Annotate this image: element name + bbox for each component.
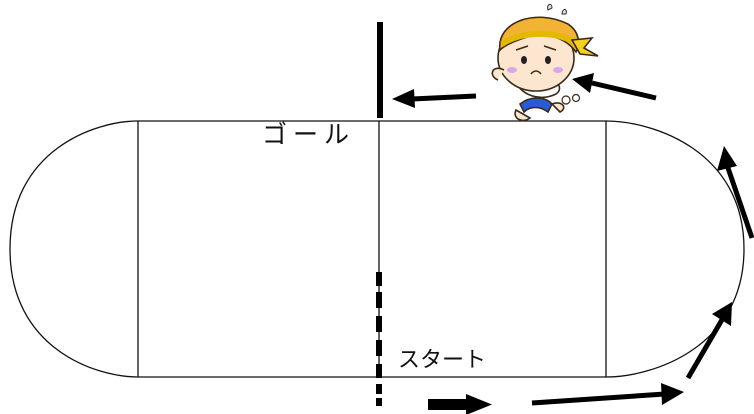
direction-arrow-icon [717, 146, 754, 239]
goal-label: ゴール [262, 120, 355, 149]
direction-arrows [392, 73, 754, 414]
start-line [376, 272, 382, 406]
start-label: スタート [398, 348, 486, 373]
track-right-curve [605, 120, 745, 378]
running-child-icon [491, 3, 599, 122]
track-outline [9, 120, 745, 378]
direction-arrow-icon [531, 383, 684, 406]
direction-arrow-icon [392, 89, 477, 108]
direction-arrow-icon [685, 302, 732, 380]
direction-arrow-icon [428, 394, 492, 414]
direction-arrow-icon [572, 73, 657, 101]
track-left-curve [9, 120, 139, 378]
goal-line [377, 22, 383, 118]
